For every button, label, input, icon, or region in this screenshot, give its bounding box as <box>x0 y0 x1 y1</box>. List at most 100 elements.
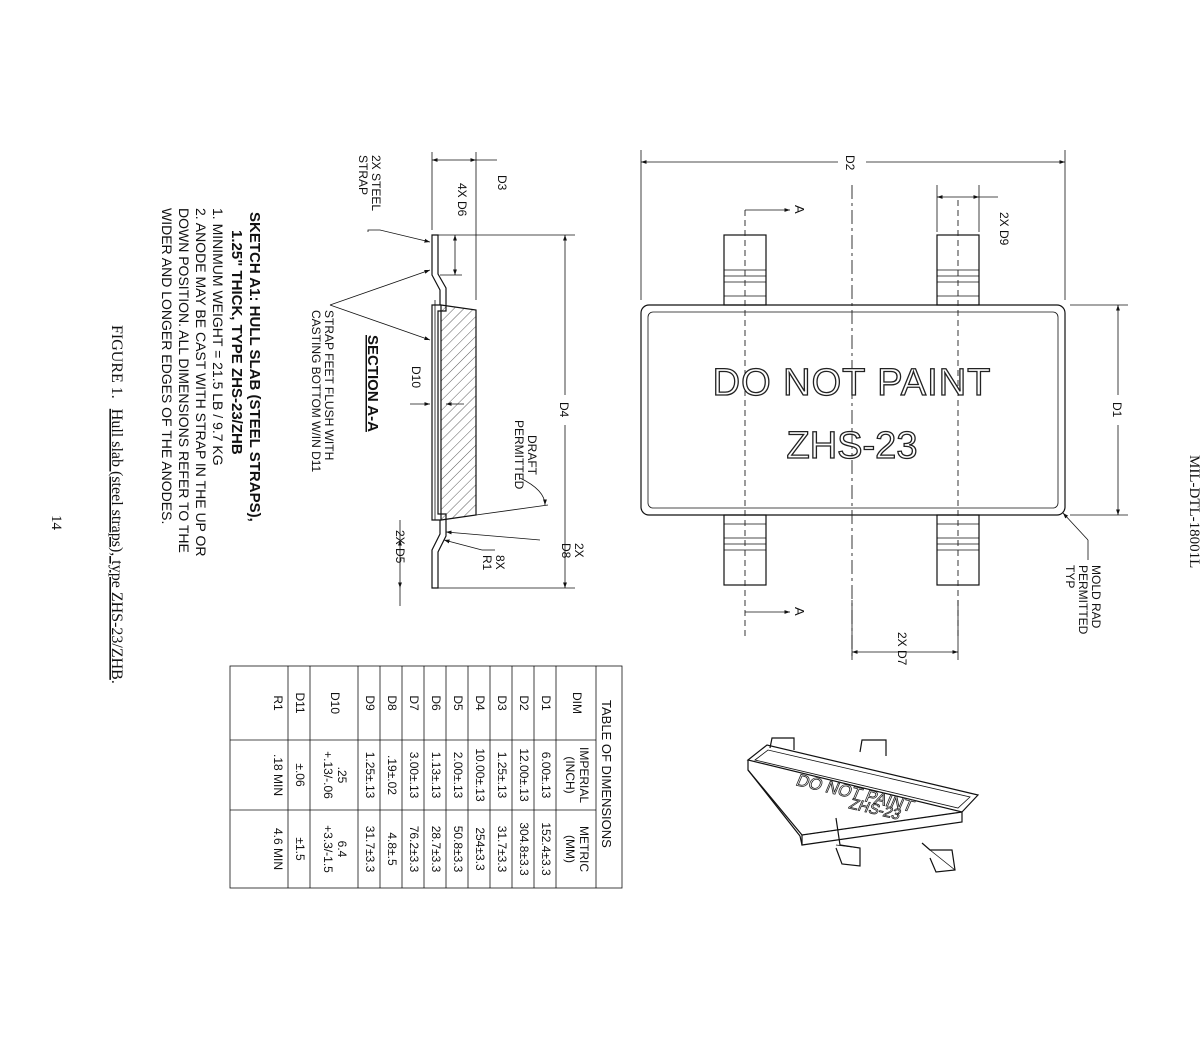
steel-strap-note: 2X STEEL STRAP <box>356 155 383 211</box>
table-cell-imperial: .25 <box>335 767 349 784</box>
table-cell-imperial: 6.00±.13 <box>539 752 553 799</box>
svg-text:STRAP: STRAP <box>356 155 370 195</box>
slab-body <box>640 304 1066 516</box>
table-cell-imperial: 1.13±.13 <box>429 752 443 799</box>
table-cell-imperial: .18 MIN <box>271 754 285 796</box>
table-header-dim: DIM <box>570 692 584 714</box>
table-cell-dim: D11 <box>293 692 307 713</box>
svg-text:MOLD RAD: MOLD RAD <box>1089 565 1103 629</box>
dim-d6-label: 4X D6 <box>455 183 469 217</box>
section-title: SECTION A-A <box>364 335 381 432</box>
svg-text:R1: R1 <box>480 555 494 571</box>
svg-text:2X STEEL: 2X STEEL <box>369 155 383 211</box>
svg-text:TYP: TYP <box>1063 565 1077 588</box>
table-cell-metric: 4.8±.5 <box>385 832 399 866</box>
dim-d10-label: D10 <box>409 366 423 388</box>
table-cell-dim: D2 <box>517 695 531 711</box>
table-cell-dim: D10 <box>328 692 342 714</box>
figure-suffix: . <box>108 680 125 684</box>
table-header-metric: (MM) <box>563 835 577 863</box>
plan-view: DO NOT PAINT ZHS-23 D2 D1 2X D9 2X D7 A … <box>640 150 1128 666</box>
table-cell-dim: D1 <box>539 695 553 711</box>
dim-d7-label: 2X D7 <box>895 632 909 666</box>
svg-text:WIDER AND LONGER EDGES OF THE: WIDER AND LONGER EDGES OF THE ANODES. <box>159 208 175 524</box>
table-cell-metric: +3.3/-1.5 <box>321 825 335 873</box>
table-header-imperial: (INCH) <box>563 756 577 793</box>
svg-text:1. MINIMUM WEIGHT = 21.5 LB /: 1. MINIMUM WEIGHT = 21.5 LB / 9.7 KG <box>210 208 226 466</box>
svg-text:2. ANODE MAY BE CAST WITH STR: 2. ANODE MAY BE CAST WITH STRAP IN THE U… <box>193 208 209 557</box>
table-title: TABLE OF DIMENSIONS <box>599 700 614 848</box>
doc-header: MIL-DTL-18001L <box>1186 455 1200 568</box>
table-cell-dim: R1 <box>271 695 285 711</box>
section-mark-bottom: A <box>792 607 807 616</box>
table-cell-metric: 50.8±3.3 <box>451 826 465 873</box>
table-cell-imperial: 3.00±.13 <box>407 752 421 799</box>
table-cell-dim: D8 <box>385 695 399 711</box>
table-cell-imperial: 1.25±.13 <box>363 752 377 799</box>
svg-text:PERMITTED: PERMITTED <box>512 420 526 490</box>
paint-warning-label: DO NOT PAINT <box>713 362 992 404</box>
dim-r1-label: 8X R1 <box>480 555 507 571</box>
section-mark-top: A <box>792 205 807 214</box>
table-cell-metric: 28.7±3.3 <box>429 826 443 873</box>
iso-slab-top <box>746 744 980 813</box>
dimensions-table: TABLE OF DIMENSIONS DIM IMPERIAL(INCH) MET… <box>229 665 623 889</box>
dim-d1-label: D1 <box>1110 402 1124 418</box>
dim-d9-label: 2X D9 <box>997 212 1011 246</box>
svg-text:8X: 8X <box>493 555 507 570</box>
svg-text:CASTING BOTTOM W/IN D11: CASTING BOTTOM W/IN D11 <box>309 310 323 473</box>
svg-text:D8: D8 <box>559 543 573 559</box>
table-cell-dim: D5 <box>451 695 465 711</box>
table-cell-imperial: +.13/-.06 <box>321 751 335 799</box>
svg-text:FIGURE 1. Hull slab (ste: FIGURE 1. Hull slab (steel straps), type… <box>108 325 125 684</box>
table-cell-dim: D4 <box>473 695 487 711</box>
figure-caption: FIGURE 1. Hull slab (steel straps), type… <box>108 325 125 684</box>
svg-text:DRAFT: DRAFT <box>525 435 539 476</box>
table-cell-dim: D3 <box>495 695 509 711</box>
type-label: ZHS-23 <box>787 425 918 467</box>
table-cell-imperial: ±.06 <box>293 763 307 787</box>
table-cell-imperial: 12.00±.13 <box>517 748 531 802</box>
dim-d8-label: 2X D8 <box>559 543 586 559</box>
figure-prefix: FIGURE 1. <box>108 325 125 399</box>
sketch-title-line2: 1.25" THICK, TYPE ZHS-23/ZHB <box>228 230 245 455</box>
dim-d2-label: D2 <box>843 155 857 171</box>
table-cell-metric: 304.8±3.3 <box>517 822 531 876</box>
table-cell-metric: 152.4±3.3 <box>539 822 553 876</box>
table-cell-metric: 254±3.3 <box>473 827 487 871</box>
table-cell-metric: 4.6 MIN <box>271 828 285 870</box>
svg-text:2X: 2X <box>572 543 586 558</box>
table-cell-metric: 6.4 <box>335 841 349 858</box>
svg-text:PERMITTED: PERMITTED <box>1076 565 1090 635</box>
table-cell-imperial: 2.00±.13 <box>451 752 465 799</box>
table-cell-dim: D9 <box>363 695 377 711</box>
table-cell-metric: ±1.5 <box>293 837 307 861</box>
section-view: D4 D3 4X D6 2X D5 2X D8 8X R1 <box>309 152 586 606</box>
table-cell-imperial: 10.00±.13 <box>473 748 487 802</box>
isometric-view: DO NOT PAINT ZHS-23 <box>746 737 980 873</box>
table-cell-metric: 31.7±3.3 <box>495 826 509 873</box>
table-header-metric: METRIC <box>577 826 591 872</box>
strap-feet-note: STRAP FEET FLUSH WITH CASTING BOTTOM W/I… <box>309 310 336 473</box>
dim-d5-label: 2X D5 <box>393 530 407 564</box>
figure-caption-text: Hull slab (steel straps), type ZHS-23/ZH… <box>108 409 125 680</box>
sketch-block: SKETCH A1: HULL SLAB (STEEL STRAPS), 1.2… <box>159 208 263 557</box>
table-cell-dim: D7 <box>407 695 421 711</box>
table-cell-imperial: .19±.02 <box>385 755 399 795</box>
dim-d3-label: D3 <box>495 175 509 191</box>
sketch-title-line1: SKETCH A1: HULL SLAB (STEEL STRAPS), <box>246 212 263 522</box>
table-cell-imperial: 1.25±.13 <box>495 752 509 799</box>
svg-text:DOWN POSITION. ALL DIMENSIONS: DOWN POSITION. ALL DIMENSIONS REFER TO T… <box>176 208 192 553</box>
mold-rad-note: MOLD RAD PERMITTED TYP <box>1063 565 1103 635</box>
draft-note: DRAFT PERMITTED <box>512 420 539 490</box>
table-cell-metric: 31.7±3.3 <box>363 826 377 873</box>
table-cell-metric: 76.2±3.3 <box>407 826 421 873</box>
dim-d4-label: D4 <box>557 402 571 418</box>
casting-section <box>440 304 477 521</box>
sketch-notes: 1. MINIMUM WEIGHT = 21.5 LB / 9.7 KG 2. … <box>159 208 226 557</box>
svg-text:STRAP FEET FLUSH WITH: STRAP FEET FLUSH WITH <box>322 310 336 460</box>
page-number: 14 <box>48 515 64 531</box>
table-header-imperial: IMPERIAL <box>577 747 591 803</box>
